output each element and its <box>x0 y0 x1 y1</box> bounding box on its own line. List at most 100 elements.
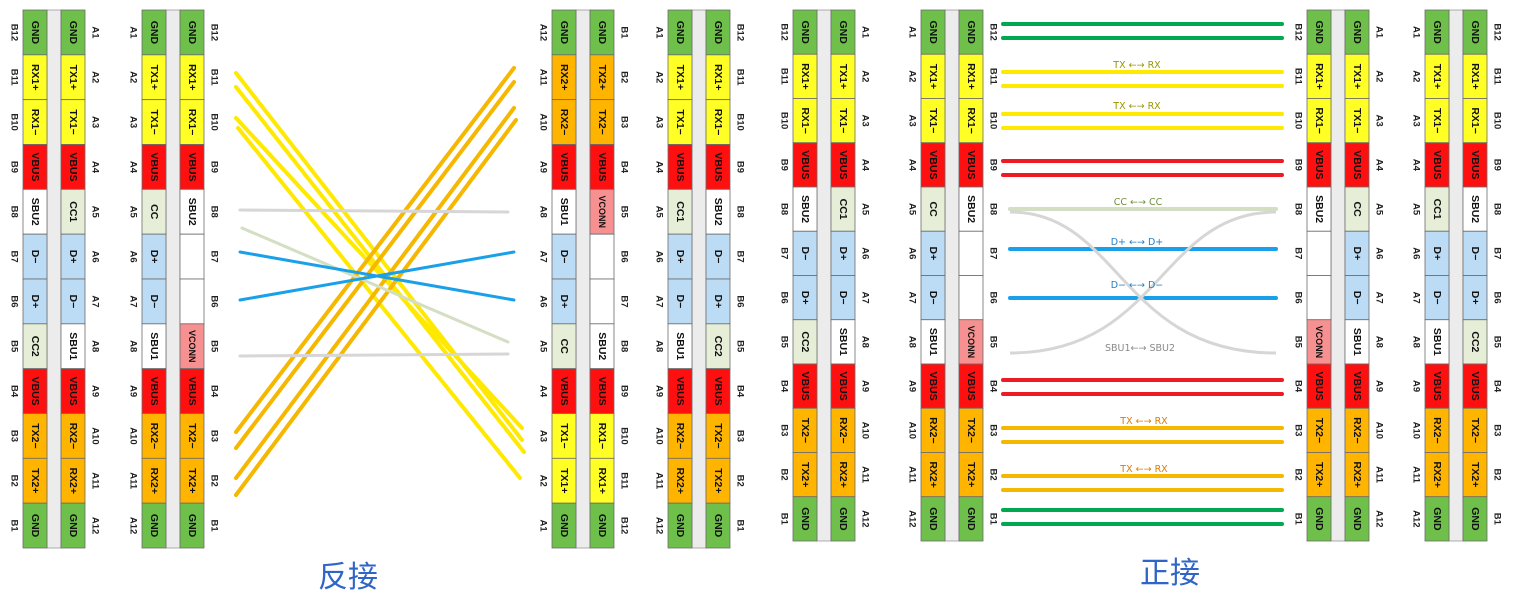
pin-label: TX2+ <box>596 65 608 90</box>
pin-label: VBUS <box>965 150 977 179</box>
pin-tx1plus: TX1+ <box>920 53 946 99</box>
pin-gnd: GND <box>920 9 946 55</box>
pin-sbu1: SBU1 <box>141 323 167 370</box>
wire-sbu <box>1009 210 1277 355</box>
pin-vbus: VBUS <box>22 144 48 190</box>
pin-number: A7 <box>1411 292 1422 304</box>
pin-label: TX2− <box>186 423 198 448</box>
pin-number: B9 <box>9 161 20 173</box>
pin-number: B11 <box>1293 68 1304 86</box>
pin-label: VBUS <box>799 150 811 179</box>
pin-number: B3 <box>1293 424 1304 436</box>
pin-number: B3 <box>779 424 790 436</box>
pin-label: TX1+ <box>837 64 849 89</box>
pin-number: A9 <box>654 385 665 397</box>
pin-number: A11 <box>128 472 139 490</box>
pin-label: CC1 <box>1431 199 1443 220</box>
receptacle-tongue <box>816 9 832 542</box>
pin-number: A5 <box>128 206 139 219</box>
pin-label: VBUS <box>1351 150 1363 179</box>
pin-label: TX2+ <box>712 468 724 493</box>
pin-empty <box>1306 230 1332 276</box>
pin-label: VBUS <box>965 372 977 401</box>
pin-sbu1: SBU1 <box>551 188 577 235</box>
pin-vbus: VBUS <box>60 144 86 190</box>
pin-label: RX1+ <box>1313 63 1325 90</box>
pin-tx2minus: TX2− <box>1306 407 1332 453</box>
pin-rx1plus: RX1+ <box>589 457 615 504</box>
pin-number: B2 <box>1492 469 1503 481</box>
pin-label: TX2+ <box>29 468 41 493</box>
pin-label: RX2− <box>148 423 160 450</box>
pin-cc1: CC1 <box>667 188 693 235</box>
pin-label: TX1− <box>674 109 686 134</box>
pin-label: VBUS <box>558 376 570 405</box>
wire-data <box>238 250 516 302</box>
pin-label: D− <box>148 295 160 309</box>
pin-number: B3 <box>619 116 630 128</box>
pin-label: RX1+ <box>29 64 41 91</box>
pin-number: B1 <box>735 520 746 533</box>
pin-number: A4 <box>128 161 139 174</box>
pin-rx1plus: RX1+ <box>1306 53 1332 99</box>
pin-number: A10 <box>128 427 139 444</box>
pin-tx2plus: TX2+ <box>1462 452 1488 498</box>
pin-number: A12 <box>90 517 101 534</box>
pin-label: GND <box>148 514 160 538</box>
pin-label: SBU1 <box>67 332 79 360</box>
pin-number: B1 <box>209 520 220 533</box>
pin-number: A5 <box>1374 203 1385 216</box>
pin-gnd: GND <box>1306 9 1332 55</box>
pin-number: A3 <box>654 116 665 128</box>
pin-label: RX1− <box>799 107 811 134</box>
receptacle-tongue <box>165 9 181 549</box>
pin-tx1minus: TX1− <box>60 99 86 145</box>
pin-label: SBU2 <box>1469 195 1481 223</box>
pin-vbus: VBUS <box>1344 142 1370 188</box>
pin-dminus: D− <box>1344 275 1370 321</box>
pin-label: TX1+ <box>674 65 686 90</box>
pin-number: B7 <box>209 251 220 263</box>
pin-label: GND <box>927 20 939 44</box>
pin-number: B12 <box>779 23 790 40</box>
pin-label: RX2− <box>1431 417 1443 444</box>
pin-empty <box>179 278 205 325</box>
pin-number: A8 <box>860 336 871 348</box>
pin-label: SBU1 <box>837 328 849 356</box>
pin-gnd: GND <box>551 9 577 56</box>
pin-number: B9 <box>1492 159 1503 171</box>
pin-label: RX1− <box>596 423 608 450</box>
pin-tx2plus: TX2+ <box>705 457 731 504</box>
annotation-label: D− ←→ D− <box>1111 280 1164 291</box>
pin-label: GND <box>1351 20 1363 44</box>
pin-label: RX2+ <box>558 64 570 91</box>
pin-sbu1: SBU1 <box>920 319 946 365</box>
pin-number: B1 <box>1492 513 1503 526</box>
pin-vbus: VBUS <box>1306 363 1332 409</box>
pin-rx1plus: RX1+ <box>705 54 731 101</box>
pin-dminus: D− <box>60 278 86 325</box>
pin-number: B1 <box>619 26 630 39</box>
pin-number: A2 <box>1411 70 1422 82</box>
pin-label: VCONN <box>1314 326 1324 359</box>
pin-label: VBUS <box>186 376 198 405</box>
pin-number: B6 <box>988 292 999 304</box>
pin-number: A4 <box>90 161 101 174</box>
pin-label: GND <box>799 20 811 44</box>
pin-vbus: VBUS <box>1462 142 1488 188</box>
pin-number: B6 <box>779 292 790 304</box>
pin-dplus: D+ <box>830 230 856 276</box>
pin-gnd: GND <box>179 502 205 549</box>
pin-label: VBUS <box>1469 150 1481 179</box>
pin-number: A10 <box>654 427 665 444</box>
pin-vbus: VBUS <box>958 142 984 188</box>
pin-gnd: GND <box>830 496 856 542</box>
pin-label: D− <box>674 295 686 309</box>
pin-label: VBUS <box>148 152 160 181</box>
pin-tx1plus: TX1+ <box>830 53 856 99</box>
pin-cc2: CC2 <box>792 319 818 365</box>
pin-sbu1: SBU1 <box>1344 319 1370 365</box>
pin-rx2plus: RX2+ <box>830 452 856 498</box>
pin-vbus: VBUS <box>551 144 577 190</box>
